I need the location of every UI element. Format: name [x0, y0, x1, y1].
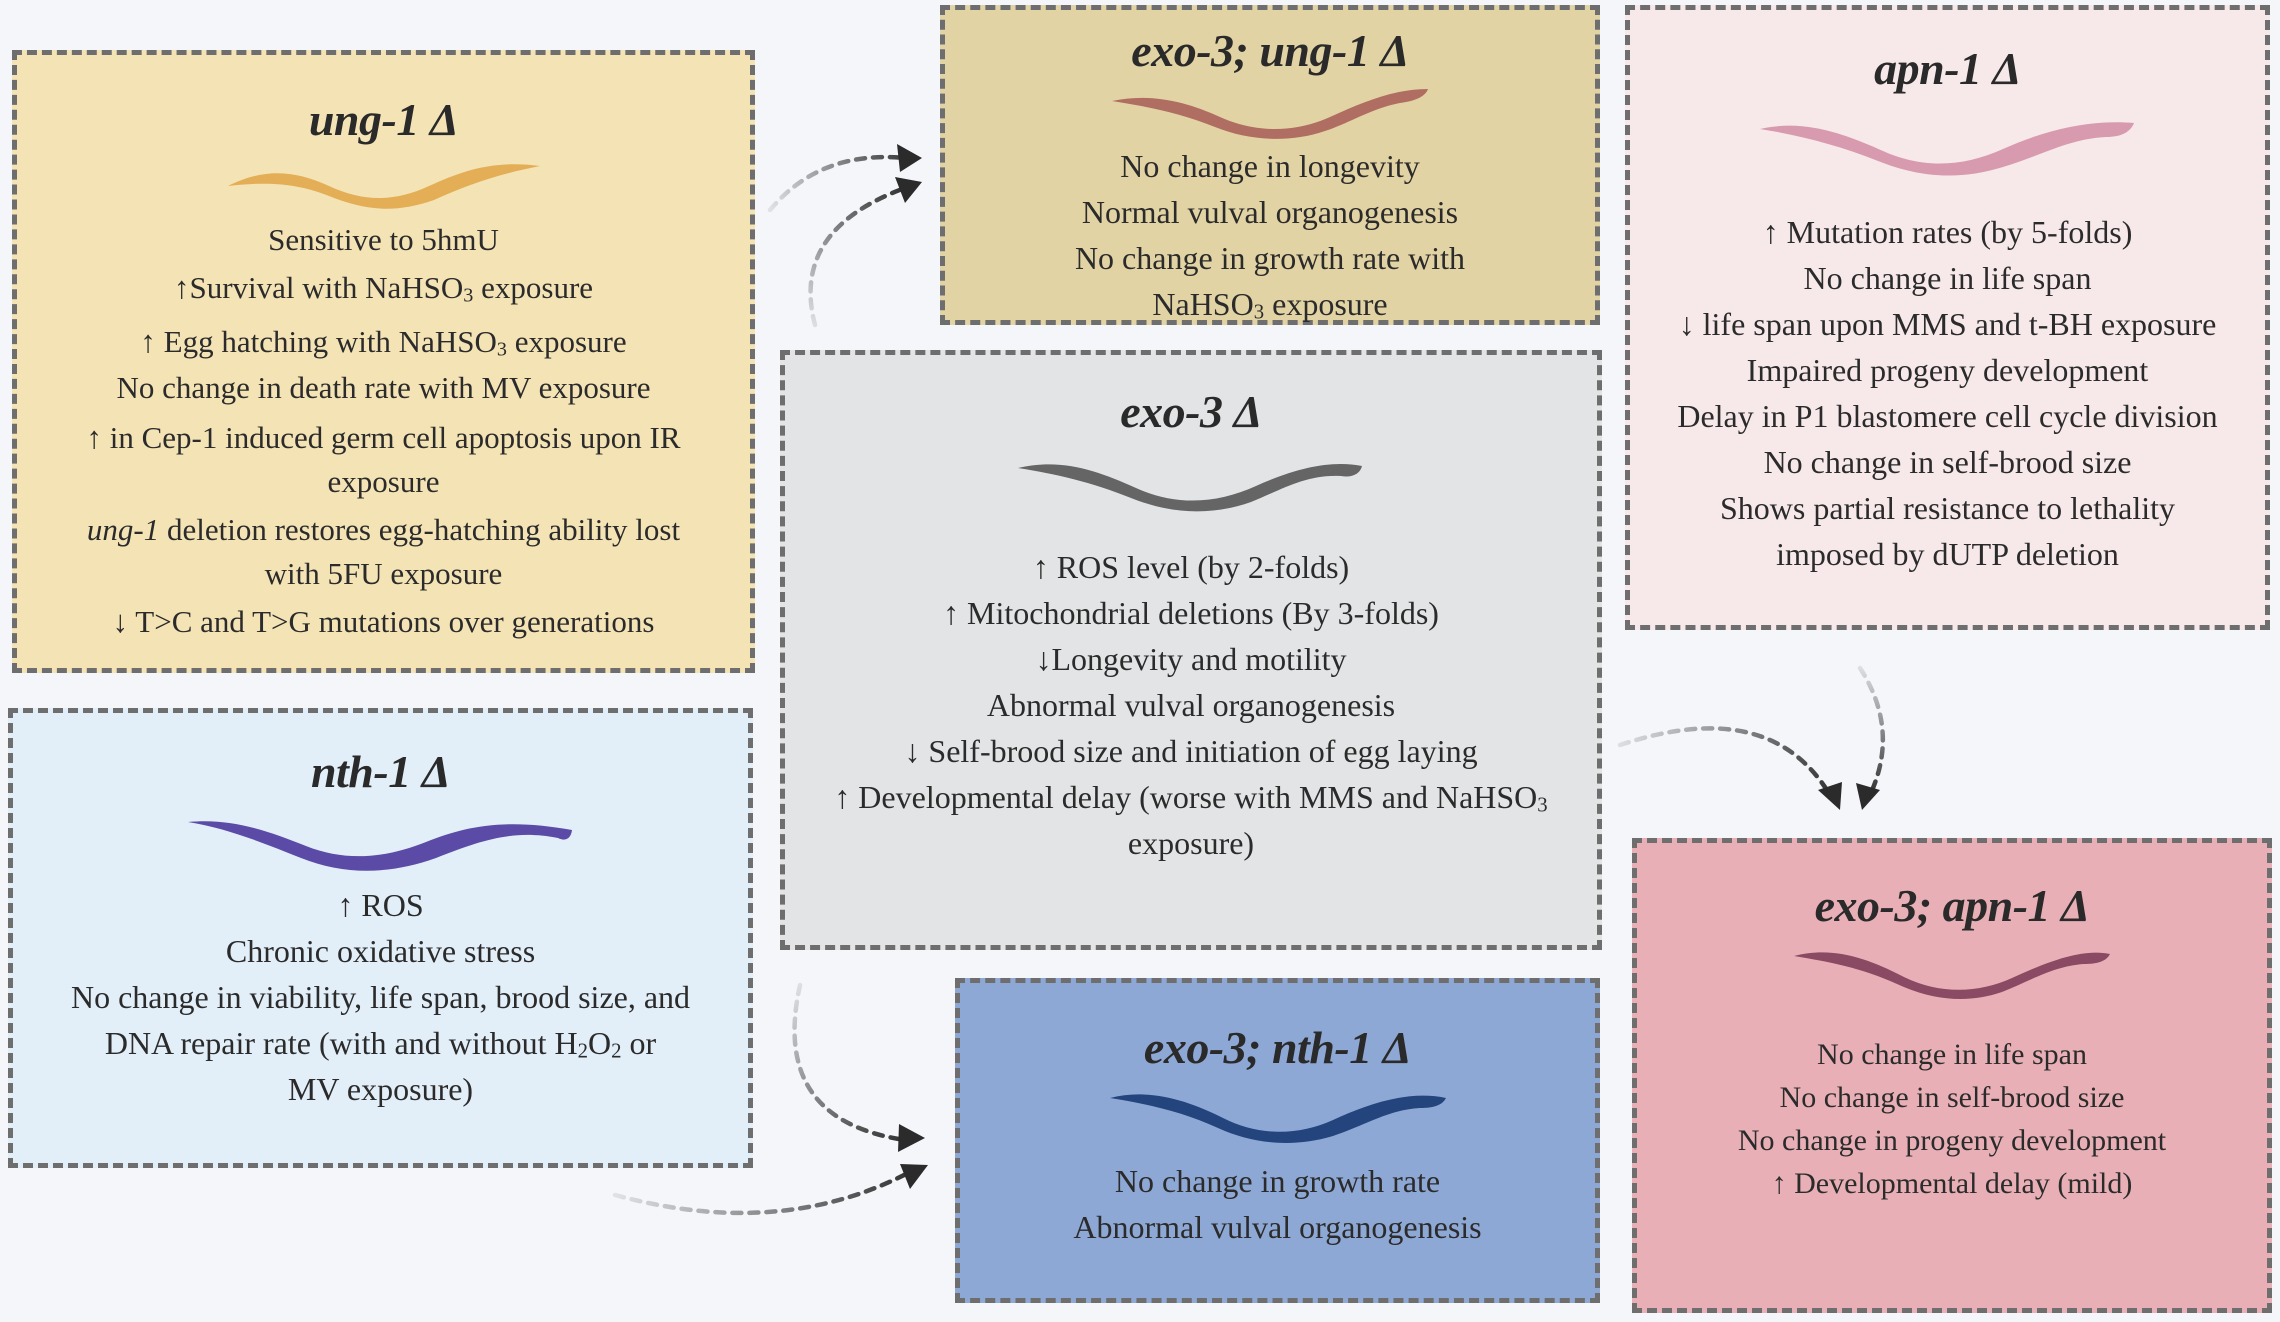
fact-line: Abnormal vulval organogenesis [1073, 1209, 1482, 1245]
worm-icon [1112, 89, 1428, 139]
arrow-exo3-to-exo3ung1 [808, 185, 908, 328]
arrow-apn1-to-exo3apn1 [1857, 665, 1886, 798]
box-exo3-apn1-deletion: exo-3; apn-1 Δ No change in life span No… [1632, 838, 2272, 1313]
box-title: exo-3; nth-1 Δ [1143, 1022, 1412, 1073]
fact-line: ↑ Developmental delay (mild) [1771, 1167, 2133, 1200]
box-exo3-nth1-deletion: exo-3; nth-1 Δ No change in growth rate … [955, 978, 1600, 1303]
fact-line: ↑ ROS level (by 2-folds) [1032, 549, 1350, 585]
fact-line: Sensitive to 5hmU [268, 222, 499, 257]
fact-line: No change in growth rate with [1074, 240, 1466, 276]
worm-icon [187, 821, 572, 871]
arrow-ung1-to-exo3ung1 [767, 154, 908, 213]
arrow-exo3-to-exo3apn1 [1617, 726, 1833, 798]
fact-line: No change in progeny development [1737, 1124, 2167, 1157]
fact-line: No change in self-brood size [1779, 1081, 2125, 1114]
box-title: exo-3; ung-1 Δ [1131, 25, 1409, 76]
arrow-exo3-to-exo3nth1 [792, 982, 908, 1143]
worm-icon [1759, 122, 2134, 176]
fact-line: Chronic oxidative stress [225, 933, 536, 969]
fact-line: ↑ ROS [337, 887, 424, 923]
box-apn1-deletion: apn-1 Δ ↑ Mutation rates (by 5-folds) No… [1625, 5, 2270, 630]
fact-line: No change in viability, life span, brood… [70, 979, 691, 1015]
fact-line: imposed by dUTP deletion [1776, 536, 2119, 572]
box-title: exo-3 Δ [1120, 386, 1262, 437]
worm-icon [1109, 1094, 1446, 1143]
fact-line: ↑Survival with NaHSO3 exposure [173, 270, 594, 307]
fact-line: NaHSO3 exposure [1152, 286, 1388, 324]
box-exo3-ung1-deletion: exo-3; ung-1 Δ No change in longevity No… [940, 5, 1600, 325]
box-nth1-deletion: nth-1 Δ ↑ ROS Chronic oxidative stress N… [8, 708, 753, 1168]
box-title: nth-1 Δ [310, 746, 451, 797]
arrow-nth1-to-exo3nth1 [612, 1169, 913, 1216]
fact-line: Abnormal vulval organogenesis [986, 687, 1396, 723]
fact-line: ↓ life span upon MMS and t-BH exposure [1678, 306, 2217, 342]
fact-line: ↑ Egg hatching with NaHSO3 exposure [140, 324, 627, 361]
fact-line: ung-1 deletion restores egg-hatching abi… [86, 512, 681, 547]
fact-line: ↓Longevity and motility [1035, 641, 1347, 677]
worm-icon [1794, 952, 2110, 999]
arrowhead [1856, 783, 1880, 810]
fact-line: No change in life span [1817, 1038, 2087, 1071]
arrowhead [895, 177, 922, 203]
box-exo3-deletion: exo-3 Δ ↑ ROS level (by 2-folds) ↑ Mitoc… [780, 350, 1602, 950]
fact-line: exposure [327, 464, 440, 499]
arrowhead [900, 1164, 928, 1189]
fact-line: ↓ Self-brood size and initiation of egg … [904, 733, 1478, 769]
fact-line: No change in growth rate [1114, 1163, 1441, 1199]
fact-line: No change in death rate with MV exposure [116, 370, 651, 405]
fact-line: ↑ Mitochondrial deletions (By 3-folds) [943, 595, 1439, 631]
worm-icon [1018, 464, 1362, 512]
fact-line: Delay in P1 blastomere cell cycle divisi… [1677, 398, 2218, 434]
fact-line: ↑ Mutation rates (by 5-folds) [1762, 214, 2133, 250]
fact-line: ↑ Developmental delay (worse with MMS an… [834, 779, 1548, 817]
arrowhead [897, 144, 922, 172]
fact-line: exposure) [1127, 825, 1255, 861]
worm-icon [227, 164, 540, 209]
box-title: apn-1 Δ [1874, 43, 2021, 94]
fact-line: Impaired progeny development [1746, 352, 2149, 388]
arrowhead [898, 1124, 925, 1152]
fact-line: No change in longevity [1120, 148, 1420, 184]
fact-line: MV exposure) [287, 1071, 474, 1107]
fact-line: ↑ in Cep-1 induced germ cell apoptosis u… [86, 420, 681, 455]
box-title: ung-1 Δ [308, 94, 459, 145]
fact-line: Shows partial resistance to lethality [1720, 490, 2175, 526]
fact-line: with 5FU exposure [264, 556, 503, 591]
fact-line: No change in life span [1803, 260, 2092, 296]
fact-line: ↓ T>C and T>G mutations over generations [112, 604, 655, 639]
box-ung1-deletion: ung-1 Δ Sensitive to 5hmU ↑Survival with… [12, 50, 755, 673]
box-title: exo-3; apn-1 Δ [1814, 880, 2090, 931]
fact-line: DNA repair rate (with and without H2O2 o… [104, 1025, 657, 1063]
fact-line: No change in self-brood size [1763, 444, 2132, 480]
fact-line: Normal vulval organogenesis [1081, 194, 1459, 230]
arrowhead [1818, 782, 1842, 810]
